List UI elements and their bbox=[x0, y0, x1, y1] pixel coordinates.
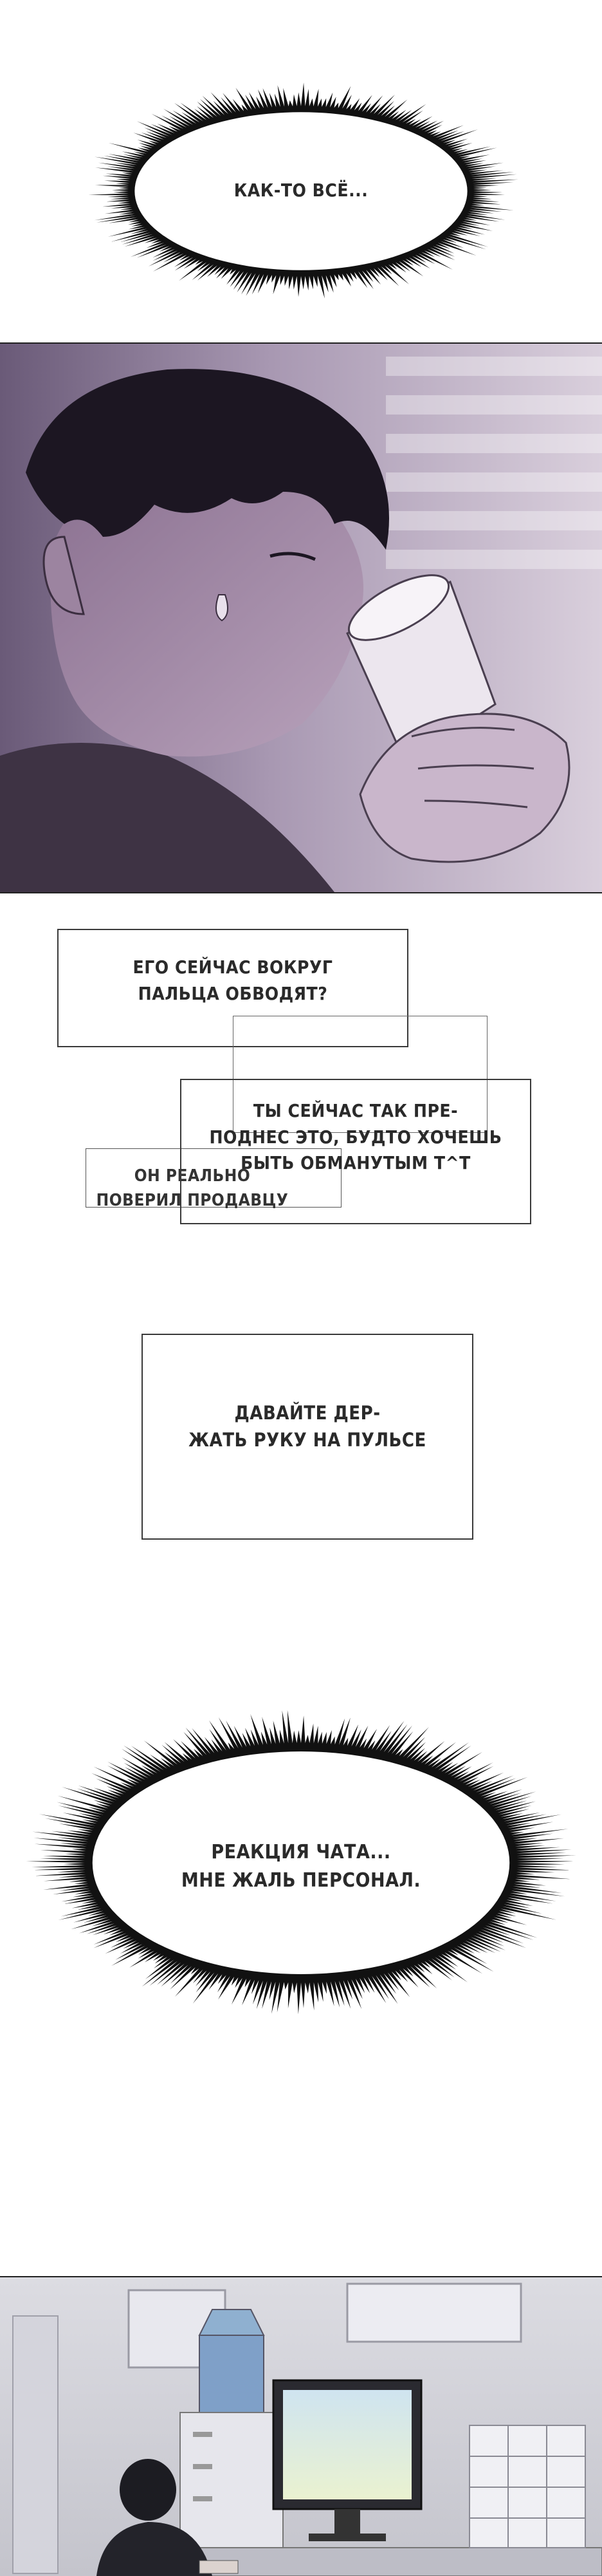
chat-box-3-line2: ПОВЕРИЛ ПРОДАВЦУ bbox=[96, 1190, 289, 1210]
bubble-bottom-text: РЕАКЦИЯ ЧАТА... МНЕ ЖАЛЬ ПЕРСОНАЛ. bbox=[172, 1838, 430, 1894]
bubble-bottom-line2: МНЕ ЖАЛЬ ПЕРСОНАЛ. bbox=[181, 1869, 421, 1892]
spiky-bubble-bottom bbox=[26, 1710, 576, 2015]
panel-office bbox=[0, 2276, 602, 2576]
chat-box-2: ТЫ СЕЙЧАС ТАК ПРЕ- ПОДНЕС ЭТО, БУДТО ХОЧ… bbox=[180, 1079, 531, 1224]
chat-box-3: ОН РЕАЛЬНО ПОВЕРИЛ ПРОДАВЦУ bbox=[86, 1148, 342, 1210]
chat-box-2-line1: ТЫ СЕЙЧАС ТАК ПРЕ- bbox=[253, 1100, 459, 1121]
bubble-bottom-line1: РЕАКЦИЯ ЧАТА... bbox=[211, 1841, 391, 1863]
caption-box: ДАВАЙТЕ ДЕР- ЖАТЬ РУКУ НА ПУЛЬСЕ bbox=[141, 1334, 473, 1540]
spiky-bubble-top bbox=[88, 82, 518, 299]
chat-box-1-line1: ЕГО СЕЙЧАС ВОКРУГ bbox=[132, 957, 333, 978]
caption-line2: ЖАТЬ РУКУ НА ПУЛЬСЕ bbox=[188, 1429, 426, 1451]
panel-man-drinking-art bbox=[0, 344, 602, 892]
caption-line1: ДАВАЙТЕ ДЕР- bbox=[234, 1402, 381, 1424]
chat-box-2-line2: ПОДНЕС ЭТО, БУДТО ХОЧЕШЬ bbox=[209, 1126, 502, 1148]
chat-box-3-line1: ОН РЕАЛЬНО bbox=[134, 1166, 251, 1186]
bubble-top-text: КАК-ТО ВСЁ... bbox=[233, 180, 369, 201]
chat-box-ghost bbox=[233, 1016, 488, 1133]
chat-box-2-line3: БЫТЬ ОБМАНУТЫМ Т^Т bbox=[241, 1152, 471, 1174]
chat-box-1-line2: ПАЛЬЦА ОБВОДЯТ? bbox=[138, 982, 328, 1004]
panel-office-art bbox=[0, 2277, 602, 2576]
panel-man-drinking bbox=[0, 342, 602, 893]
